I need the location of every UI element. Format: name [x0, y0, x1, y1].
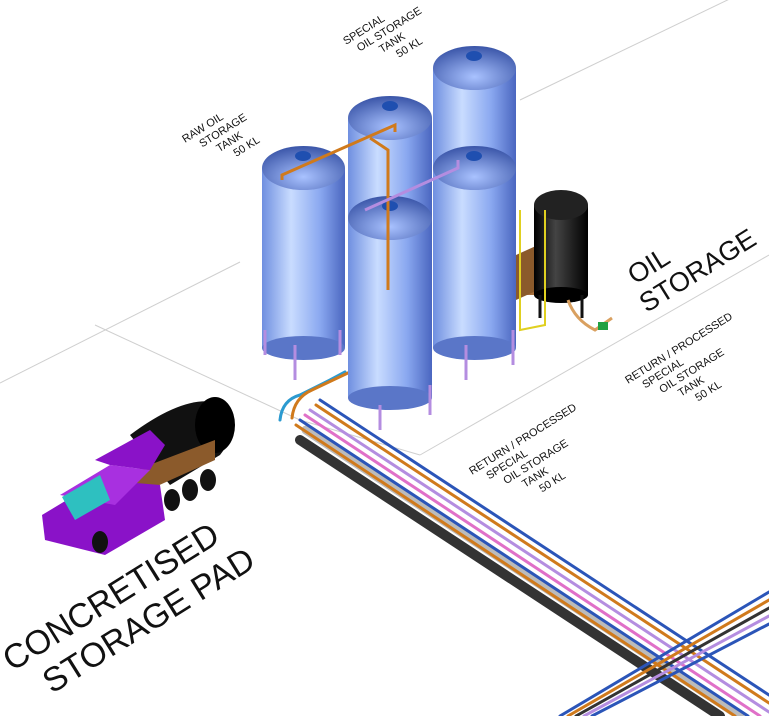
label-raw-tank: RAW OIL STORAGE TANK 50 KL	[180, 111, 262, 160]
tank-d	[433, 146, 516, 380]
tanker-truck	[42, 397, 235, 555]
ground-lines	[0, 0, 769, 456]
top-pipes	[280, 122, 460, 290]
label-return-tank-1: RETURN / PROCESSED SPECIAL OIL STORAGE T…	[467, 402, 579, 496]
pipe-bundle	[278, 370, 769, 716]
label-return-tank-2: RETURN / PROCESSED SPECIAL OIL STORAGE T…	[623, 311, 735, 405]
label-special-tank: SPECIAL OIL STORAGE TANK 50 KL	[341, 5, 425, 61]
black-tank	[519, 190, 613, 332]
tank-raw	[262, 146, 345, 380]
tank-e	[348, 196, 432, 430]
